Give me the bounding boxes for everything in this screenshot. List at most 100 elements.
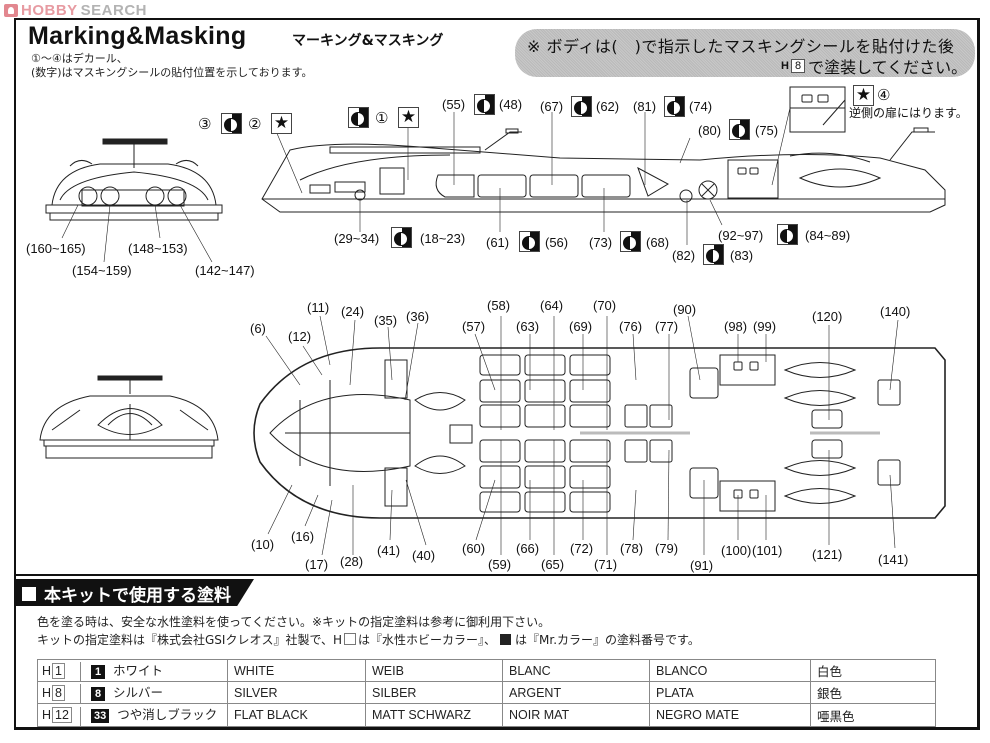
masking-decal-icon: [474, 94, 495, 115]
marking-frame: [14, 18, 980, 574]
label-74: (74): [689, 99, 713, 114]
paint-section-header-bg: [14, 579, 254, 606]
watermark-search: SEARCH: [80, 2, 148, 19]
side-view-drawing: [261, 86, 946, 245]
masking-decal-icon: [729, 119, 750, 140]
intro-line-1: ①～④はデカール、: [31, 52, 128, 65]
notice-line-2-text: で塗装してください。: [808, 58, 968, 77]
hobby-search-logo-icon: [4, 4, 18, 17]
paint-name-kanji: 銀色: [810, 681, 936, 705]
paint-name-en: SILVER: [227, 681, 366, 705]
masking-decal-icon: [519, 231, 540, 252]
label-67: (67): [540, 99, 564, 114]
label-83: (83): [730, 248, 754, 263]
label-56: (56): [545, 235, 569, 250]
label-28: (28): [340, 554, 364, 569]
label-140: (140): [880, 304, 911, 319]
masking-decal-icon: [221, 113, 242, 134]
paint-name-es: BLANCO: [649, 658, 811, 683]
notice-line-1: ※ ボディは( )で指示したマスキングシールを貼付けた後: [527, 37, 955, 56]
label-80: (80): [698, 123, 722, 138]
mr-color-code: 33: [91, 709, 110, 724]
label-98: (98): [724, 319, 748, 334]
notice-h-number: 8: [790, 59, 806, 73]
paint-name-de: SILBER: [365, 681, 503, 705]
decal-1-number: ①: [375, 109, 389, 127]
label-121: (121): [812, 547, 843, 562]
notice-banner: [515, 29, 975, 77]
label-40: (40): [412, 548, 436, 563]
paint-name-kanji: 唖黒色: [810, 703, 936, 727]
aqueous-color-box-icon: [344, 633, 357, 645]
label-99: (99): [753, 319, 777, 334]
masking-decal-icon: [391, 227, 412, 248]
label-58: (58): [487, 298, 511, 313]
label-60: (60): [462, 541, 486, 556]
paint-name-fr: BLANC: [502, 658, 650, 683]
label-70: (70): [593, 298, 617, 313]
label-10: (10): [251, 537, 275, 552]
label-76: (76): [619, 319, 643, 334]
label-141: (141): [878, 552, 909, 567]
label-12: (12): [288, 329, 312, 344]
paint-note: 色を塗る時は、安全な水性塗料を使ってください。※キットの指定塗料は参考に御利用下…: [37, 613, 700, 649]
page-title-jp: マーキング&マスキング: [292, 33, 444, 49]
label-101: (101): [752, 543, 783, 558]
line-art-drawings: [39, 86, 946, 556]
label-90: (90): [673, 302, 697, 317]
paint-note-line-2-a: キットの指定塗料は『株式会社GSIクレオス』社製で、H: [37, 633, 343, 647]
label-48: (48): [499, 97, 523, 112]
label-68: (68): [646, 235, 670, 250]
paint-name-jp: ホワイト: [113, 664, 164, 678]
star-decal-icon: ★: [853, 85, 874, 106]
decal-3-number: ③: [198, 115, 212, 133]
mr-color-code: 1: [91, 665, 105, 679]
paint-name-de: MATT SCHWARZ: [365, 703, 503, 727]
paint-section-heading: 本キットで使用する塗料: [44, 586, 231, 606]
label-92-97: (92~97): [718, 228, 764, 243]
masking-decal-icon: [777, 224, 798, 245]
label-81: (81): [633, 99, 657, 114]
label-72: (72): [570, 541, 594, 556]
mr-color-box-icon: [500, 634, 512, 645]
decal-4-number: ④: [877, 86, 891, 104]
notice-line-2: H 8 で塗装してください。: [781, 54, 967, 78]
notice-paint-code: H 8: [781, 59, 806, 73]
label-91: (91): [690, 558, 714, 573]
label-100: (100): [721, 543, 752, 558]
paint-name-es: PLATA: [649, 681, 811, 705]
label-82: (82): [672, 248, 696, 263]
intro-line-2: (数字)はマスキングシールの貼付位置を示しております。: [31, 66, 313, 79]
masking-decal-icon: [620, 231, 641, 252]
paint-note-line-2-b: は『水性ホビーカラー』、: [358, 633, 497, 647]
paint-name-fr: ARGENT: [502, 681, 650, 705]
star-decal-icon: ★: [398, 107, 419, 128]
label-71: (71): [594, 557, 618, 572]
label-6: (6): [250, 321, 266, 336]
mr-color-code: 8: [91, 687, 105, 702]
paint-name-es: NEGRO MATE: [649, 703, 811, 727]
label-57: (57): [462, 319, 486, 334]
paint-name-en: WHITE: [227, 658, 366, 683]
front-view-drawing: [45, 138, 223, 263]
square-bullet-icon: [22, 586, 36, 601]
label-36: (36): [406, 309, 430, 324]
masking-decal-icon: [348, 107, 369, 128]
label-63: (63): [516, 319, 540, 334]
label-73: (73): [589, 235, 613, 250]
front-view-2-drawing: [39, 375, 219, 459]
label-79: (79): [655, 541, 679, 556]
notice-h-label: H: [781, 60, 789, 72]
label-55: (55): [442, 97, 466, 112]
decal-2-number: ②: [248, 115, 262, 133]
intro-text: ①～④はデカール、 (数字)はマスキングシールの貼付位置を示しております。: [31, 52, 313, 80]
label-18-23: (18~23): [420, 231, 466, 246]
